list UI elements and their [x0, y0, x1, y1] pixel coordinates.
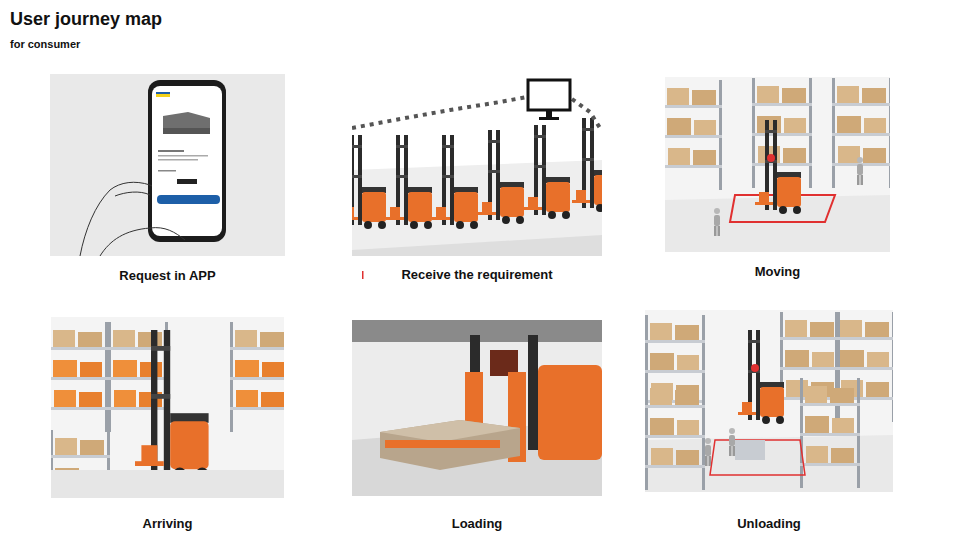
- journey-step: Request in APP: [50, 74, 285, 256]
- step-caption: Loading: [352, 516, 602, 531]
- journey-step: Receive the requirement: [352, 74, 602, 256]
- step-caption: Request in APP: [50, 268, 285, 283]
- journey-step: Unloading: [645, 310, 893, 492]
- subtitle-label: for consumer: [10, 38, 80, 50]
- step-caption: Arriving: [51, 516, 284, 531]
- journey-step: Arriving: [51, 317, 284, 498]
- diagram-title: User journey map: [10, 9, 162, 30]
- journey-step: Loading: [352, 320, 602, 496]
- step-caption: Unloading: [645, 516, 893, 531]
- step-caption: Receive the requirement: [352, 267, 602, 282]
- journey-step: Moving: [665, 77, 890, 252]
- step-caption: Moving: [665, 264, 890, 279]
